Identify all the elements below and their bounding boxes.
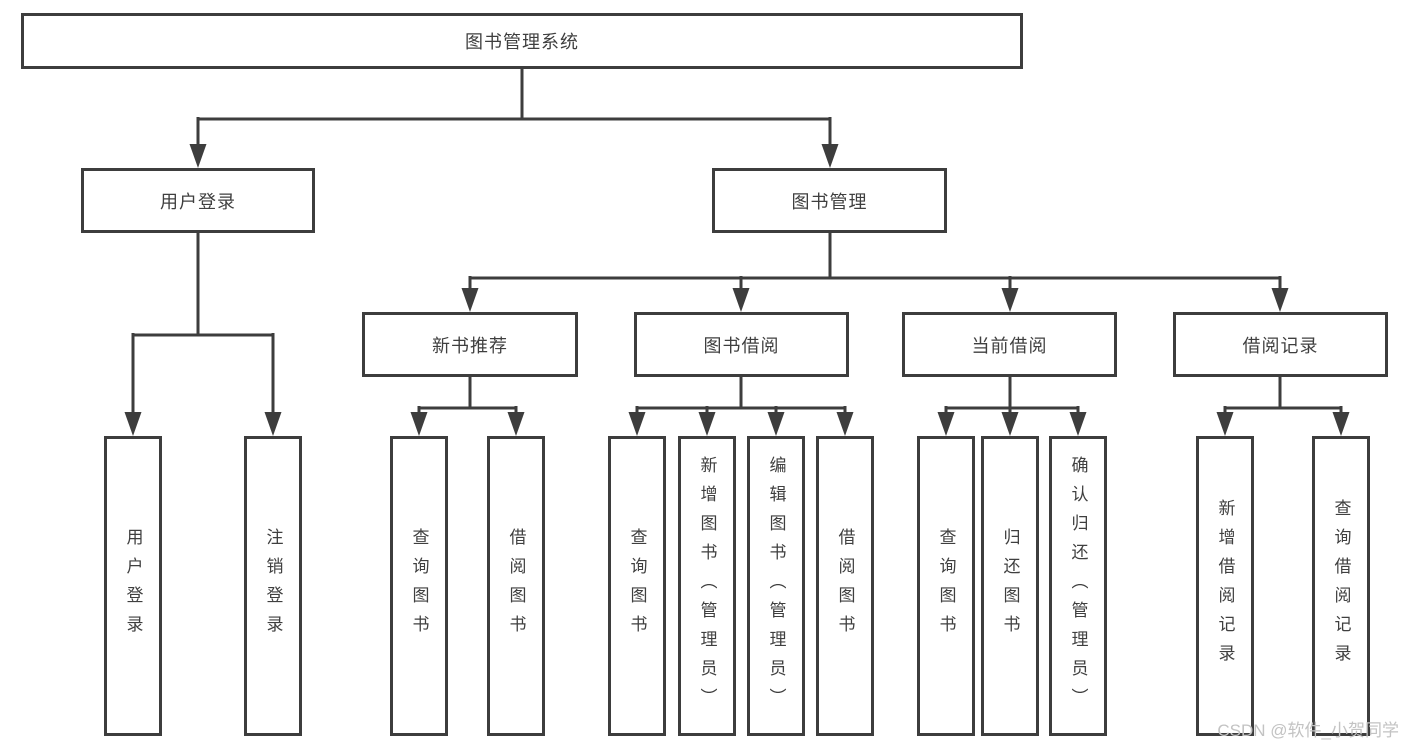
leaf-query-books-2: 查询图书 (608, 436, 666, 736)
leaf-add-borrow-record: 新增借阅记录 (1196, 436, 1254, 736)
arrow-down-icon (1001, 288, 1019, 312)
arrow-down-icon (767, 412, 785, 436)
leaf-query-books-3: 查询图书 (917, 436, 975, 736)
node-library-management-system: 图书管理系统 (21, 13, 1023, 69)
leaf-borrow-books-1: 借阅图书 (487, 436, 545, 736)
arrow-down-icon (1332, 412, 1350, 436)
leaf-user-login: 用户登录 (104, 436, 162, 736)
arrow-down-icon (189, 144, 207, 168)
node-current-borrow: 当前借阅 (902, 312, 1117, 377)
leaf-borrow-books-2: 借阅图书 (816, 436, 874, 736)
arrow-down-icon (1216, 412, 1234, 436)
arrow-down-icon (1271, 288, 1289, 312)
arrow-down-icon (698, 412, 716, 436)
arrow-down-icon (937, 412, 955, 436)
arrow-down-icon (732, 288, 750, 312)
arrow-down-icon (628, 412, 646, 436)
node-user-login: 用户登录 (81, 168, 315, 233)
node-borrow-records: 借阅记录 (1173, 312, 1388, 377)
leaf-logout: 注销登录 (244, 436, 302, 736)
arrow-down-icon (410, 412, 428, 436)
node-book-borrow: 图书借阅 (634, 312, 849, 377)
arrow-down-icon (461, 288, 479, 312)
leaf-query-books-1: 查询图书 (390, 436, 448, 736)
leaf-query-borrow-record: 查询借阅记录 (1312, 436, 1370, 736)
leaf-return-book: 归还图书 (981, 436, 1039, 736)
arrow-down-icon (264, 412, 282, 436)
arrow-down-icon (124, 412, 142, 436)
leaf-confirm-return-admin: 确认归还（管理员） (1049, 436, 1107, 736)
arrow-down-icon (1001, 412, 1019, 436)
node-book-management: 图书管理 (712, 168, 947, 233)
leaf-add-book-admin: 新增图书（管理员） (678, 436, 736, 736)
node-new-book-recommend: 新书推荐 (362, 312, 578, 377)
arrow-down-icon (836, 412, 854, 436)
leaf-edit-book-admin: 编辑图书（管理员） (747, 436, 805, 736)
watermark-csdn: CSDN @软件_小贺同学 (1217, 721, 1399, 740)
arrow-down-icon (507, 412, 525, 436)
arrow-down-icon (1069, 412, 1087, 436)
arrow-down-icon (821, 144, 839, 168)
